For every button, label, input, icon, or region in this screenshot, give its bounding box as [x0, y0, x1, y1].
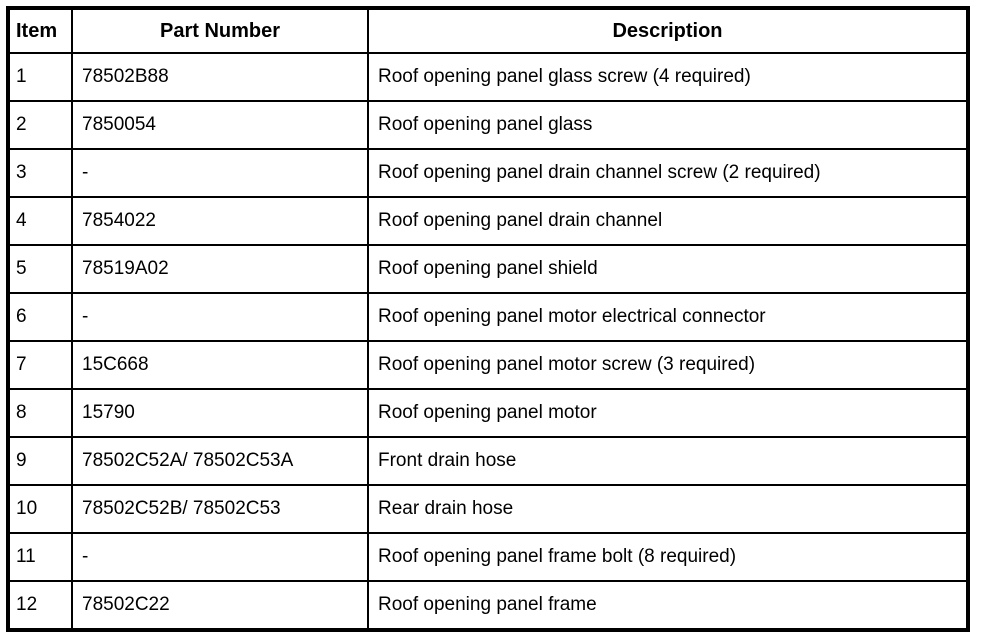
table-row: 5 78519A02 Roof opening panel shield: [7, 244, 969, 294]
cell-description: Roof opening panel motor electrical conn…: [367, 292, 969, 342]
cell-item: 10: [7, 484, 73, 534]
cell-item: 5: [7, 244, 73, 294]
cell-description: Roof opening panel frame bolt (8 require…: [367, 532, 969, 582]
column-header-part-number: Part Number: [71, 7, 369, 54]
table-row: 9 78502C52A/ 78502C53A Front drain hose: [7, 436, 969, 486]
cell-part-number: 78502C52A/ 78502C53A: [71, 436, 369, 486]
cell-part-number: 15C668: [71, 340, 369, 390]
cell-description: Roof opening panel frame: [367, 580, 969, 631]
cell-description: Roof opening panel drain channel screw (…: [367, 148, 969, 198]
cell-part-number: -: [71, 532, 369, 582]
cell-part-number: 7854022: [71, 196, 369, 246]
cell-item: 4: [7, 196, 73, 246]
cell-description: Roof opening panel glass screw (4 requir…: [367, 52, 969, 102]
cell-description: Roof opening panel shield: [367, 244, 969, 294]
cell-part-number: -: [71, 148, 369, 198]
cell-item: 7: [7, 340, 73, 390]
table-row: 11 - Roof opening panel frame bolt (8 re…: [7, 532, 969, 582]
cell-item: 3: [7, 148, 73, 198]
cell-description: Roof opening panel motor screw (3 requir…: [367, 340, 969, 390]
cell-description: Front drain hose: [367, 436, 969, 486]
table-row: 12 78502C22 Roof opening panel frame: [7, 580, 969, 631]
cell-part-number: 15790: [71, 388, 369, 438]
cell-item: 8: [7, 388, 73, 438]
cell-description: Roof opening panel glass: [367, 100, 969, 150]
column-header-description: Description: [367, 7, 969, 54]
table-row: 1 78502B88 Roof opening panel glass scre…: [7, 52, 969, 102]
table-row: 10 78502C52B/ 78502C53 Rear drain hose: [7, 484, 969, 534]
cell-part-number: 78502C22: [71, 580, 369, 631]
cell-description: Roof opening panel drain channel: [367, 196, 969, 246]
table-header-row: Item Part Number Description: [7, 7, 969, 54]
table-row: 3 - Roof opening panel drain channel scr…: [7, 148, 969, 198]
cell-part-number: 78502B88: [71, 52, 369, 102]
table-row: 2 7850054 Roof opening panel glass: [7, 100, 969, 150]
table-row: 4 7854022 Roof opening panel drain chann…: [7, 196, 969, 246]
cell-item: 12: [7, 580, 73, 631]
cell-item: 1: [7, 52, 73, 102]
cell-part-number: 78502C52B/ 78502C53: [71, 484, 369, 534]
parts-table: Item Part Number Description 1 78502B88 …: [6, 6, 970, 632]
cell-part-number: -: [71, 292, 369, 342]
cell-description: Roof opening panel motor: [367, 388, 969, 438]
column-header-item: Item: [7, 7, 73, 54]
cell-item: 11: [7, 532, 73, 582]
cell-item: 6: [7, 292, 73, 342]
cell-description: Rear drain hose: [367, 484, 969, 534]
table-row: 8 15790 Roof opening panel motor: [7, 388, 969, 438]
cell-item: 2: [7, 100, 73, 150]
table-row: 6 - Roof opening panel motor electrical …: [7, 292, 969, 342]
table-row: 7 15C668 Roof opening panel motor screw …: [7, 340, 969, 390]
cell-part-number: 78519A02: [71, 244, 369, 294]
cell-item: 9: [7, 436, 73, 486]
cell-part-number: 7850054: [71, 100, 369, 150]
